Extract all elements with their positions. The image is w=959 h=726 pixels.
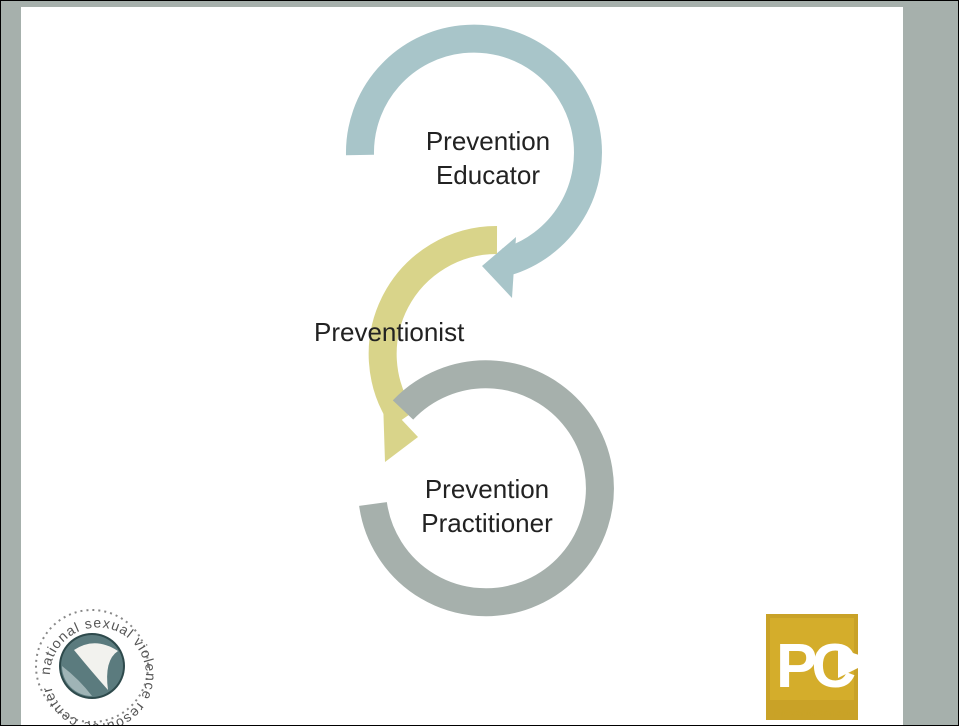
preventionist-label: Preventionist xyxy=(314,315,494,349)
preventionist-arrow xyxy=(368,225,498,462)
educator-line2: Educator xyxy=(435,160,541,190)
practitioner-label: Prevention Practitioner xyxy=(400,472,574,540)
preventconnect-logo: PC PreventConnect xyxy=(766,614,874,720)
practitioner-arrow xyxy=(359,360,614,617)
preventionist-line1: Preventionist xyxy=(314,317,465,347)
educator-line1: Prevention xyxy=(425,126,551,156)
pc-caption: PreventConnect xyxy=(774,708,851,719)
educator-arrow xyxy=(345,24,602,298)
educator-label: Prevention Educator xyxy=(405,124,571,192)
practitioner-line2: Practitioner xyxy=(421,508,553,538)
practitioner-line1: Prevention xyxy=(424,474,550,504)
